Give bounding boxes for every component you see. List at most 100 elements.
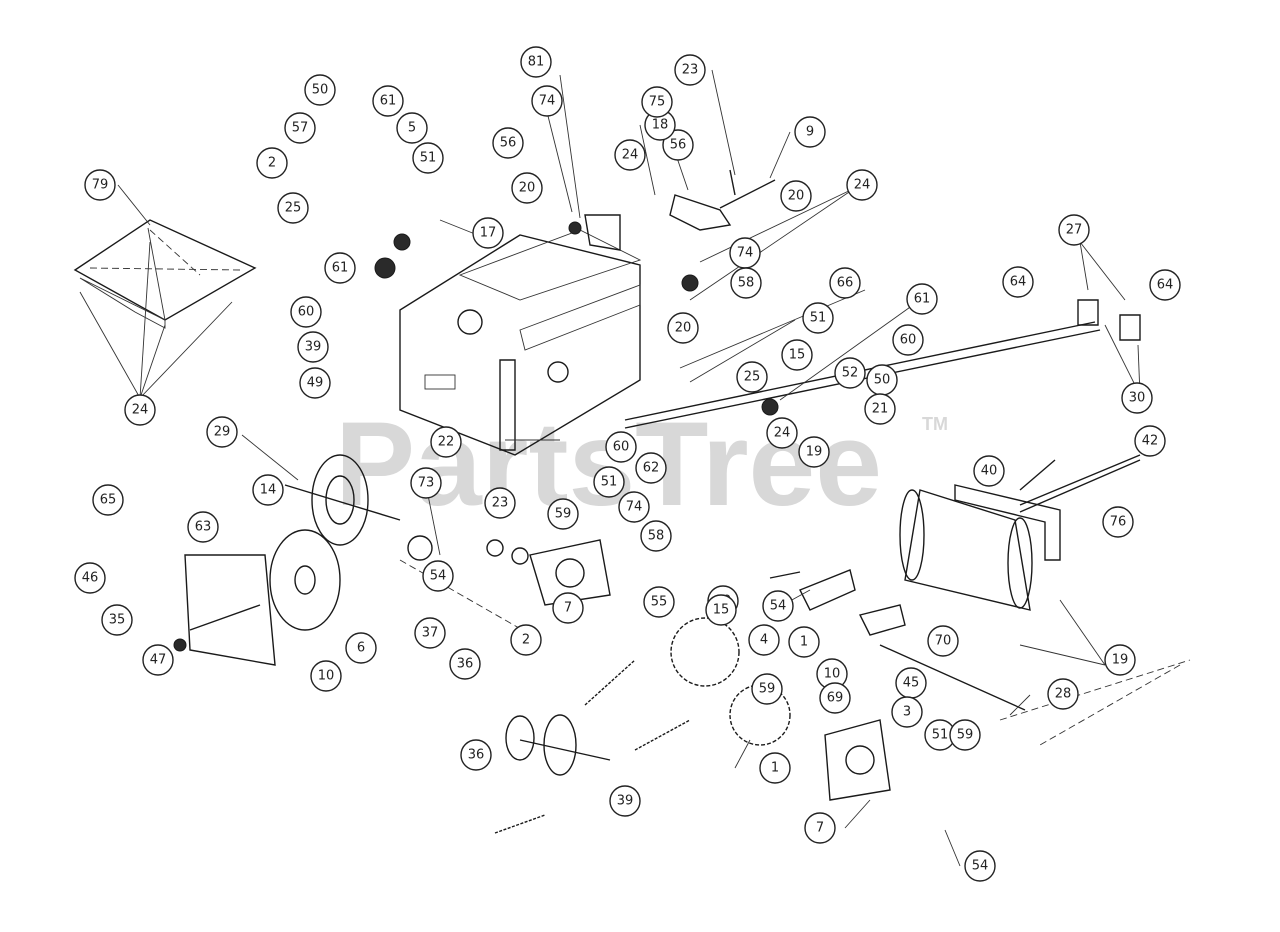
callout-bubble: 24 (614, 139, 646, 171)
callout-bubble: 2 (256, 147, 288, 179)
callout-bubble: 59 (547, 498, 579, 530)
callout-circle (414, 617, 446, 649)
callout-number: 3 (903, 705, 911, 720)
callout-bubble: 50 (304, 74, 336, 106)
callout-bubble: 74 (729, 237, 761, 269)
callout-number: 27 (1066, 223, 1083, 238)
callout-circle (964, 850, 996, 882)
callout-bubble: 61 (372, 85, 404, 117)
callout-bubble: 21 (864, 393, 896, 425)
callout-bubble: 54 (422, 560, 454, 592)
callout-number: 18 (652, 118, 669, 133)
callout-bubble: 55 (643, 586, 675, 618)
callout-number: 81 (528, 55, 545, 70)
callout-number: 2 (522, 633, 530, 648)
callout-circle (834, 357, 866, 389)
callout-bubble: 46 (74, 562, 106, 594)
callout-number: 35 (109, 613, 126, 628)
callout-circle (762, 590, 794, 622)
callout-number: 22 (438, 435, 455, 450)
callout-bubble: 2 (510, 624, 542, 656)
callout-bubble: 27 (1058, 214, 1090, 246)
callout-circle (667, 312, 699, 344)
callout-bubble: 62 (635, 452, 667, 484)
callout-bubble: 51 (924, 719, 956, 751)
callout-number: 59 (555, 507, 572, 522)
callout-number: 51 (601, 475, 618, 490)
callout-bubble: 25 (736, 361, 768, 393)
callout-bubble: 47 (142, 644, 174, 676)
callout-circle (788, 626, 820, 658)
callout-number: 47 (150, 653, 167, 668)
callout-number: 40 (981, 464, 998, 479)
callout-circle (819, 682, 851, 714)
callout-circle (124, 394, 156, 426)
callout-number: 15 (713, 603, 730, 618)
callout-circle (252, 474, 284, 506)
callout-number: 66 (837, 276, 854, 291)
callout-number: 39 (617, 794, 634, 809)
callout-circle (906, 283, 938, 315)
callout-circle (1058, 214, 1090, 246)
callout-number: 70 (935, 634, 952, 649)
callout-number: 15 (789, 348, 806, 363)
callout-number: 24 (854, 178, 871, 193)
callout-bubble: 30 (1121, 382, 1153, 414)
callout-number: 73 (418, 476, 435, 491)
callout-bubble: 40 (973, 455, 1005, 487)
callout-bubble: 45 (895, 667, 927, 699)
callout-number: 76 (1110, 515, 1127, 530)
callout-number: 69 (827, 691, 844, 706)
callout-number: 64 (1010, 275, 1027, 290)
callout-circle (422, 560, 454, 592)
callout-bubble: 60 (892, 324, 924, 356)
callout-circle (804, 812, 836, 844)
callout-number: 37 (422, 626, 439, 641)
callout-bubble: 66 (829, 267, 861, 299)
wheel-hubs (529, 539, 891, 801)
callout-bubble: 51 (593, 466, 625, 498)
callout-bubble: 6 (345, 632, 377, 664)
callout-bubble: 7 (804, 812, 836, 844)
callout-number: 58 (648, 529, 665, 544)
callout-number: 24 (622, 148, 639, 163)
callout-number: 56 (500, 136, 517, 151)
callout-circle (430, 426, 462, 458)
callout-number: 1 (800, 635, 808, 650)
callout-number: 24 (774, 426, 791, 441)
callout-number: 79 (92, 178, 109, 193)
callout-bubble: 17 (472, 217, 504, 249)
watermark: PartsTree TM (335, 397, 948, 531)
callout-number: 52 (842, 366, 859, 381)
callout-bubble: 19 (798, 436, 830, 468)
callout-number: 54 (770, 599, 787, 614)
callout-circle (635, 452, 667, 484)
callout-circle (299, 367, 331, 399)
callout-circle (927, 625, 959, 657)
callout-number: 57 (292, 121, 309, 136)
callout-number: 1 (771, 761, 779, 776)
callout-bubble: 56 (662, 129, 694, 161)
callout-circle (781, 339, 813, 371)
callout-bubble: 74 (531, 85, 563, 117)
callout-number: 49 (307, 376, 324, 391)
callout-bubble: 64 (1002, 266, 1034, 298)
callout-circle (605, 431, 637, 463)
callout-number: 45 (903, 676, 920, 691)
callout-number: 51 (420, 151, 437, 166)
callout-circle (674, 54, 706, 86)
callout-circle (552, 592, 584, 624)
callout-circle (1102, 506, 1134, 538)
hopper-cover (73, 219, 257, 329)
callout-number: 60 (900, 333, 917, 348)
callout-number: 29 (214, 425, 231, 440)
callout-circle (290, 296, 322, 328)
callout-bubble: 36 (449, 648, 481, 680)
callout-number: 58 (738, 276, 755, 291)
callout-circle (345, 632, 377, 664)
callout-bubble: 64 (1149, 269, 1181, 301)
callout-number: 59 (759, 682, 776, 697)
callout-bubble: 24 (846, 169, 878, 201)
callout-number: 20 (519, 181, 536, 196)
callout-circle (396, 112, 428, 144)
